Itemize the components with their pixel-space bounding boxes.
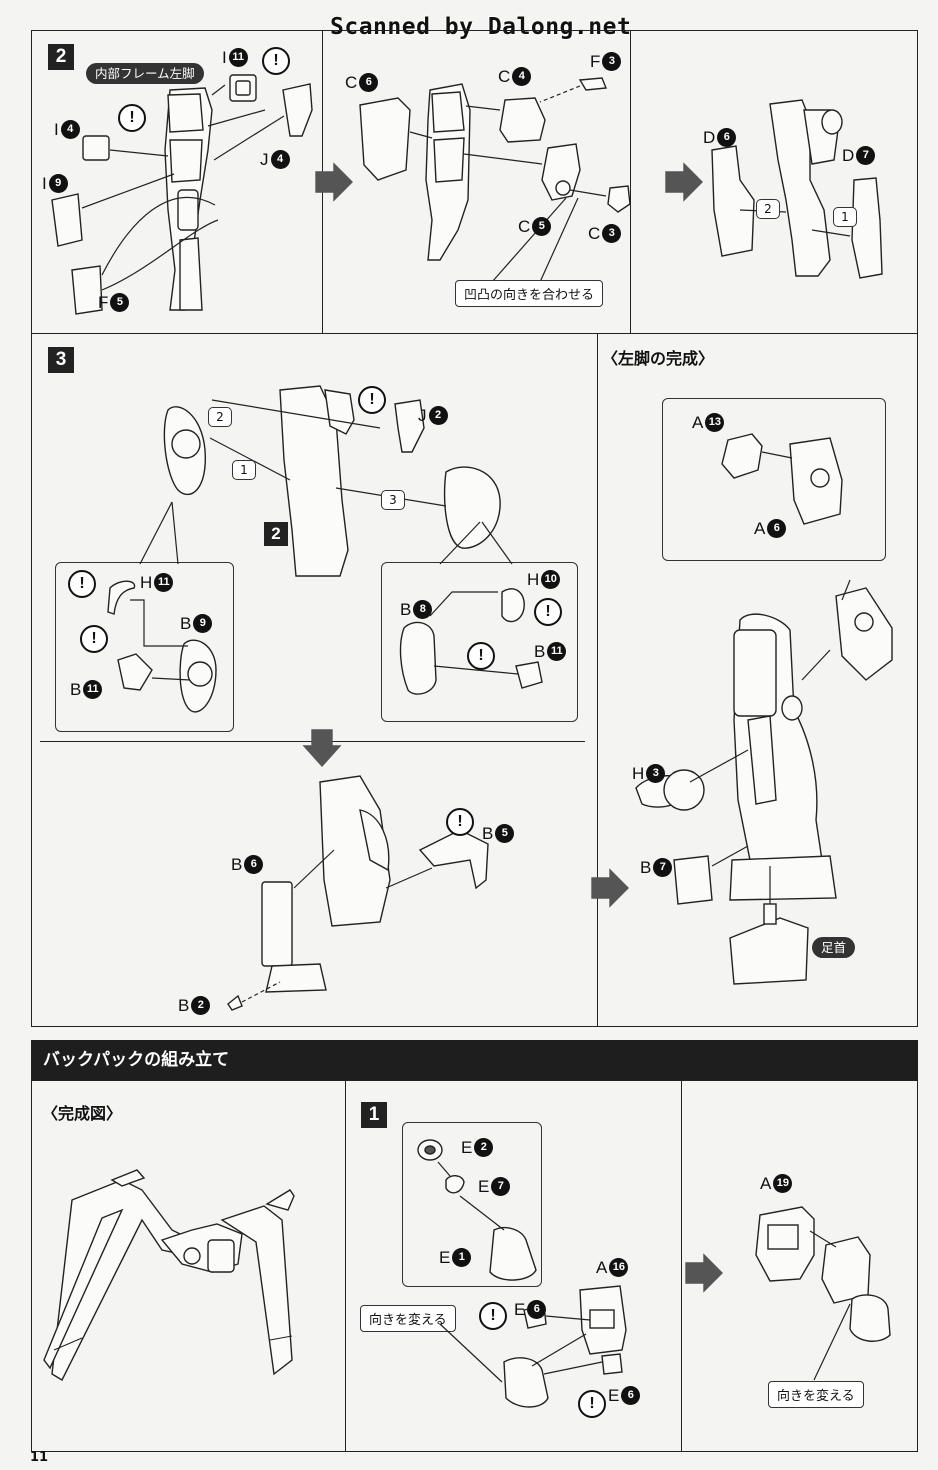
- step2-inner-frame-illustration: [711, 99, 883, 279]
- page-number: 11: [30, 1450, 49, 1465]
- step2-armor-attach-illustration: [359, 77, 631, 283]
- callout-lines-left: [139, 501, 179, 565]
- detail-box-foot-armor: [662, 398, 886, 561]
- next-step-arrow: [591, 868, 629, 908]
- note-turn-callout: 向きを変える: [768, 1381, 864, 1408]
- down-arrow: [302, 729, 342, 768]
- warning-icon: !: [118, 104, 146, 132]
- step3-panel: [31, 333, 918, 1027]
- step3-number: 3: [48, 347, 74, 373]
- backpack-complete-illustration: [43, 1169, 295, 1381]
- scanner-watermark: Scanned by Dalong.net: [330, 14, 632, 40]
- step3-divider: [597, 333, 598, 1027]
- step3-lower-leg-illustration: [227, 775, 489, 1011]
- warning-icon: !: [446, 808, 474, 836]
- backpack-complete-heading: 〈完成図〉: [42, 1104, 123, 1123]
- backpack-module-illustration: [755, 1206, 891, 1342]
- backpack-banner: バックパックの組み立て: [31, 1040, 918, 1080]
- foot-armor-detail-illustration: [721, 433, 843, 525]
- backpack-divider-2: [681, 1080, 682, 1452]
- callout-pointer: [439, 1323, 503, 1383]
- left-leg-complete-heading: 〈左脚の完成〉: [602, 349, 715, 368]
- sub-assembly-right-illustration: [399, 588, 543, 695]
- backpack-divider-1: [345, 1080, 346, 1452]
- step2-title-pill: 内部フレーム左脚: [86, 63, 204, 84]
- thruster-detail-illustration: [417, 1139, 537, 1281]
- warning-icon: !: [467, 642, 495, 670]
- left-leg-complete-illustration: [635, 579, 893, 985]
- callout-pointer: [813, 1303, 851, 1381]
- next-step-arrow: [315, 162, 353, 202]
- warning-icon: !: [479, 1302, 507, 1330]
- backpack-step-number: 1: [361, 1102, 387, 1128]
- note-turn-callout: 向きを変える: [360, 1305, 456, 1332]
- sub-assembly-box-left: [55, 562, 234, 732]
- warning-icon: !: [534, 598, 562, 626]
- warning-icon: !: [262, 47, 290, 75]
- next-step-arrow: [685, 1253, 723, 1293]
- next-step-arrow: [665, 162, 703, 202]
- note-align-callout: 凹凸の向きを合わせる: [455, 280, 604, 307]
- step3-leg-assembly-illustration: [163, 385, 501, 577]
- warning-icon: !: [578, 1390, 606, 1418]
- order-marker-1: 1: [833, 207, 857, 227]
- reference-step2-badge: 2: [264, 522, 288, 546]
- ankle-pill: 足首: [812, 937, 856, 958]
- warning-icon: !: [80, 625, 108, 653]
- step2-number: 2: [48, 44, 74, 70]
- backpack-panel: [31, 1080, 918, 1452]
- warning-icon: !: [358, 386, 386, 414]
- step2-divider-2: [630, 30, 631, 334]
- order-marker-2: 2: [208, 407, 232, 427]
- order-marker-2: 2: [756, 199, 780, 219]
- order-marker-3: 3: [381, 490, 405, 510]
- step2-leg-frame-illustration: [51, 74, 313, 315]
- sub-assembly-left-illustration: [107, 580, 217, 713]
- callout-lines-right: [439, 521, 513, 565]
- detail-box-thruster: [402, 1122, 542, 1287]
- order-marker-1: 1: [232, 460, 256, 480]
- sub-assembly-box-right: [381, 562, 578, 722]
- warning-icon: !: [68, 570, 96, 598]
